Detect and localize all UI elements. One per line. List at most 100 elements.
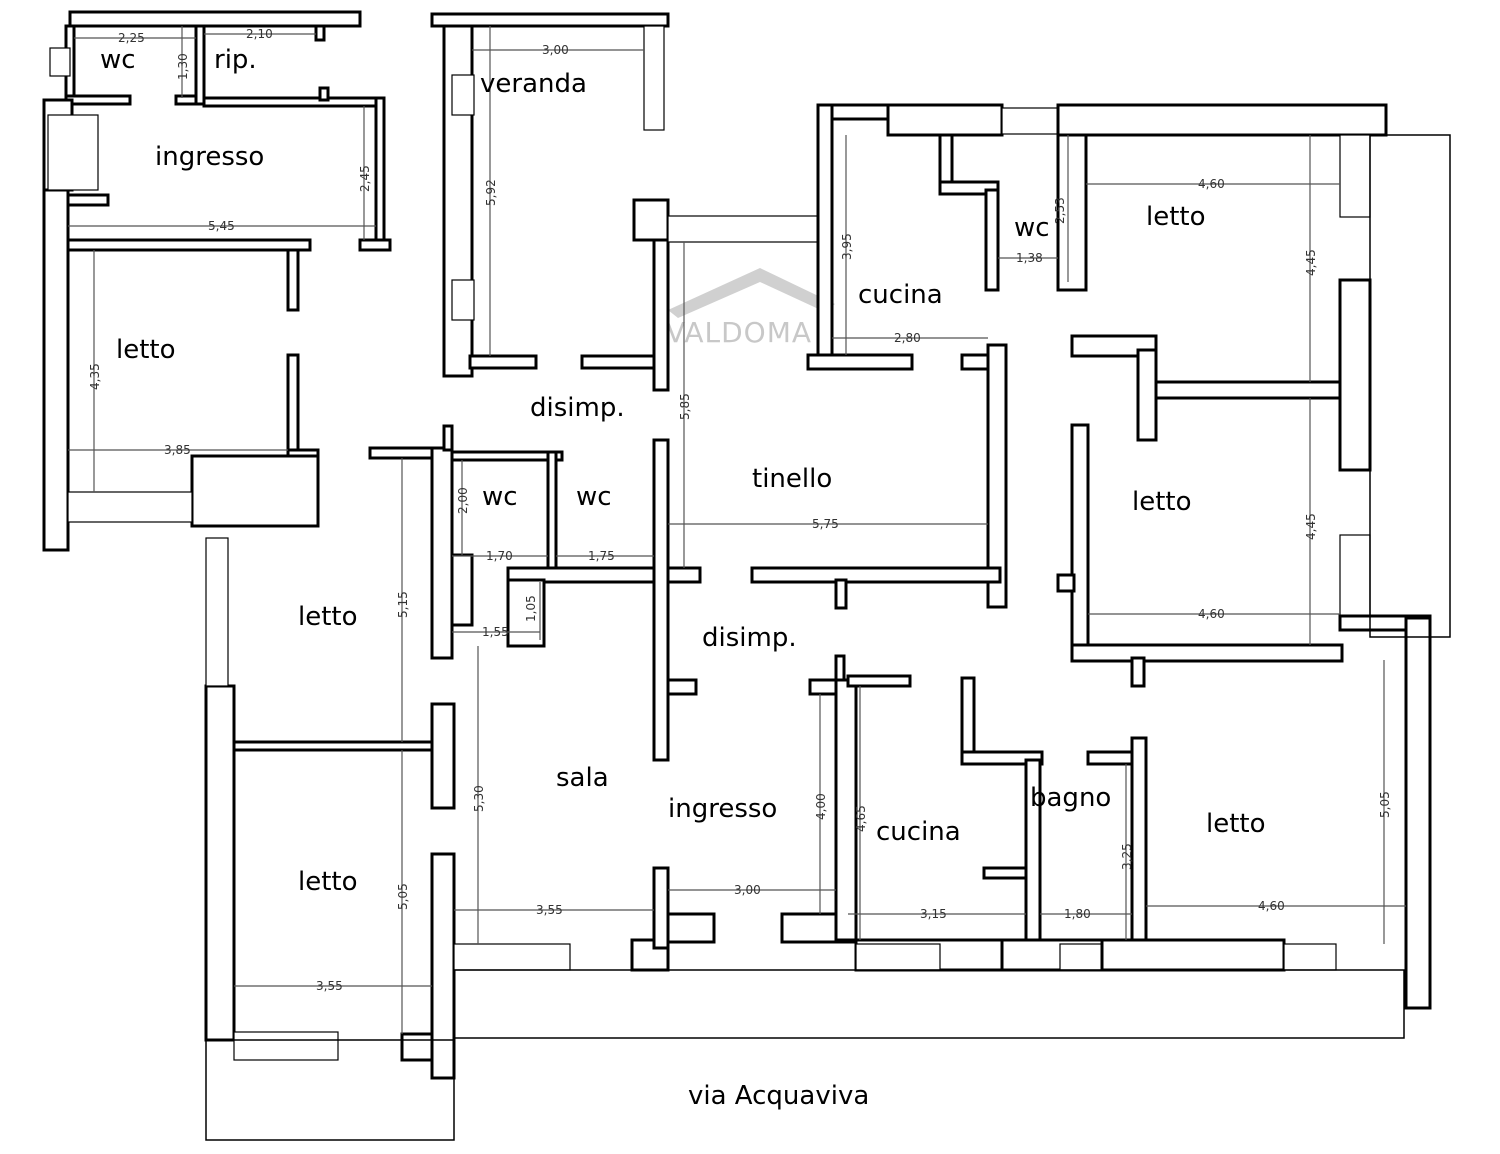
wall	[982, 866, 1028, 880]
wall	[286, 353, 300, 457]
wall	[834, 578, 848, 610]
room-label-bagno: bagno	[1030, 783, 1111, 813]
dimension-label: 3,00	[734, 883, 761, 897]
room-label-rip: rip.	[214, 45, 257, 75]
room-label-disimp: disimp.	[530, 393, 625, 423]
balcony-outline	[205, 1039, 455, 1141]
wall	[806, 353, 914, 371]
room-label-ingresso: ingresso	[668, 794, 777, 824]
dimension-label: 1,38	[1016, 251, 1043, 265]
dimension-label: 2,45	[358, 165, 372, 192]
wall	[430, 446, 454, 660]
street-label: via Acquaviva	[688, 1081, 869, 1111]
dimension-label: 4,60	[1258, 899, 1285, 913]
wall	[194, 24, 206, 106]
room-label-disimp: disimp.	[702, 623, 797, 653]
wall	[318, 86, 330, 102]
dimension-label: 1,70	[486, 549, 513, 563]
wall	[66, 193, 110, 207]
wall	[202, 96, 386, 108]
room-label-ingresso: ingresso	[155, 142, 264, 172]
wall	[1130, 656, 1146, 688]
window	[67, 491, 193, 523]
wall	[506, 566, 702, 584]
dimension-label: 1,05	[524, 595, 538, 622]
wall	[314, 24, 326, 42]
dimension-lines	[68, 26, 1406, 1034]
wall	[938, 180, 1000, 196]
wall	[632, 198, 670, 242]
wall	[286, 248, 300, 312]
window	[667, 215, 821, 243]
wall	[666, 678, 698, 696]
window	[1001, 107, 1059, 135]
dimension-label: 2,00	[456, 487, 470, 514]
dimension-label: 2,10	[246, 27, 273, 41]
window	[49, 47, 71, 77]
wall	[984, 188, 1000, 292]
dimension-label: 1,55	[482, 625, 509, 639]
window	[233, 1031, 339, 1061]
room-label-wc: wc	[482, 482, 518, 512]
walls	[42, 10, 1451, 1141]
wall	[846, 674, 912, 688]
wall	[430, 852, 456, 1080]
wall	[1086, 750, 1134, 766]
dimension-label: 5,05	[1378, 791, 1392, 818]
wall	[1404, 616, 1432, 1010]
dimension-label: 4,45	[1304, 513, 1318, 540]
dimension-label: 5,30	[472, 785, 486, 812]
window	[453, 943, 571, 971]
room-label-veranda: veranda	[480, 69, 587, 99]
wall	[468, 354, 538, 370]
window	[1059, 943, 1103, 971]
wall	[1154, 380, 1342, 400]
wall	[1100, 938, 1286, 972]
dimension-labels: 2,25 2,10 1,30 3,00 2,45 5,45 5,92 4,35 …	[88, 27, 1392, 993]
watermark-text: VALDOMA	[666, 316, 812, 349]
window	[1283, 943, 1337, 971]
wall	[1070, 643, 1344, 663]
dimension-label: 3,00	[542, 43, 569, 57]
room-label-sala: sala	[556, 763, 609, 793]
window	[205, 537, 229, 687]
wall	[68, 10, 362, 28]
wall	[64, 94, 132, 106]
wall	[652, 238, 670, 392]
room-label-cucina: cucina	[858, 280, 943, 310]
wall	[830, 103, 890, 121]
dimension-label: 2,80	[894, 331, 921, 345]
dimension-label: 4,60	[1198, 177, 1225, 191]
wall	[986, 343, 1008, 609]
wall	[66, 238, 312, 252]
dimension-label: 1,30	[176, 53, 190, 80]
wall	[1070, 423, 1090, 663]
dimension-label: 2,25	[118, 31, 145, 45]
window	[1339, 134, 1371, 218]
wall	[580, 354, 656, 370]
wall	[666, 912, 716, 944]
wall	[1056, 133, 1088, 292]
dimension-label: 2,53	[1053, 197, 1067, 224]
wall	[1070, 334, 1158, 358]
dimension-label: 4,00	[814, 793, 828, 820]
room-label-cucina: cucina	[876, 817, 961, 847]
dimension-label: 5,45	[208, 219, 235, 233]
room-label-letto: letto	[116, 335, 176, 365]
wall	[442, 424, 454, 452]
wall	[750, 566, 1002, 584]
room-label-letto: letto	[1146, 202, 1206, 232]
dimension-label: 3,15	[920, 907, 947, 921]
wall	[886, 103, 1004, 137]
dimension-label: 4,35	[88, 363, 102, 390]
balcony-outline	[1369, 134, 1451, 638]
room-label-tinello: tinello	[752, 464, 832, 494]
wall	[816, 103, 834, 367]
dimension-label: 5,15	[396, 591, 410, 618]
window	[451, 279, 475, 321]
room-labels: wc rip. ingresso veranda letto disimp. w…	[100, 45, 1266, 897]
room-label-letto: letto	[1206, 809, 1266, 839]
dimension-label: 4,45	[1304, 249, 1318, 276]
wall	[374, 96, 386, 250]
